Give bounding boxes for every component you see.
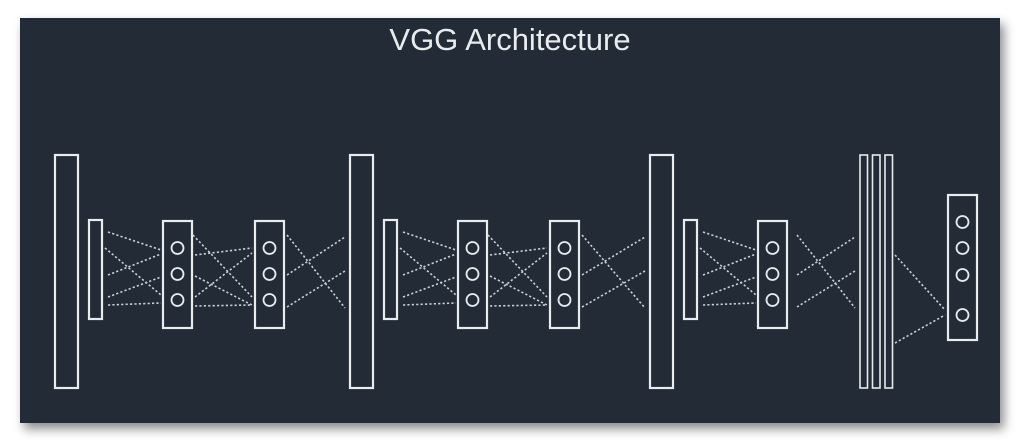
neuron [765, 267, 780, 281]
connection-line [699, 247, 757, 296]
output-neuron [955, 215, 970, 229]
connection-line [702, 231, 757, 251]
connection-line [581, 234, 646, 309]
connection-line [489, 275, 548, 306]
neuron [170, 293, 185, 307]
connection-line [402, 302, 457, 306]
connection-line [796, 270, 856, 308]
feature-box [253, 219, 286, 330]
output-layer [946, 193, 979, 342]
conv-filter [682, 218, 699, 321]
input-layer [348, 153, 375, 390]
connection-line [487, 234, 548, 298]
neuron [170, 267, 185, 281]
feature-box [456, 219, 489, 330]
diagram-title: VGG Architecture [389, 22, 631, 57]
neuron [465, 293, 480, 307]
connection-line [399, 247, 457, 296]
connection-line [402, 276, 457, 298]
connection-line [894, 314, 946, 344]
connection-line [107, 276, 162, 298]
neuron [557, 241, 572, 255]
connection-line [489, 304, 548, 307]
conv-filter [382, 218, 399, 321]
neuron [262, 267, 277, 281]
feature-box [756, 219, 789, 330]
connection-line [894, 254, 946, 311]
neuron [170, 241, 185, 255]
connection-line [796, 236, 856, 276]
connection-line [107, 253, 162, 276]
connection-line [489, 252, 548, 298]
feature-box [548, 219, 581, 330]
connection-line [194, 247, 253, 256]
connection-line [796, 234, 856, 309]
connection-line [489, 247, 548, 256]
input-layer [648, 153, 675, 390]
connection-line [104, 247, 162, 296]
connection-line [581, 236, 646, 276]
connection-line [402, 253, 457, 276]
feature-box [161, 219, 194, 330]
dense-layer [859, 154, 869, 389]
input-layer [53, 153, 80, 390]
connection-line [581, 270, 646, 308]
output-neuron [955, 308, 970, 322]
neuron [465, 241, 480, 255]
neuron [557, 267, 572, 281]
connection-line [702, 302, 757, 306]
output-neuron [955, 241, 970, 255]
connection-line [107, 302, 162, 306]
neuron [765, 241, 780, 255]
connection-line [194, 304, 253, 307]
connection-line [107, 231, 162, 251]
neuron [557, 293, 572, 307]
neuron [465, 267, 480, 281]
connection-line [702, 253, 757, 276]
connection-line [402, 231, 457, 251]
connection-line [192, 234, 253, 298]
dense-layer [871, 154, 881, 389]
connection-line [286, 236, 346, 276]
connection-line [286, 270, 346, 308]
connection-line [702, 276, 757, 298]
connection-line [194, 275, 253, 306]
conv-filter [87, 218, 104, 321]
output-neuron [955, 268, 970, 282]
neuron [765, 293, 780, 307]
dense-layer [884, 154, 894, 389]
connection-line [194, 252, 253, 298]
connection-line [286, 234, 346, 309]
neuron [262, 241, 277, 255]
neuron [262, 293, 277, 307]
